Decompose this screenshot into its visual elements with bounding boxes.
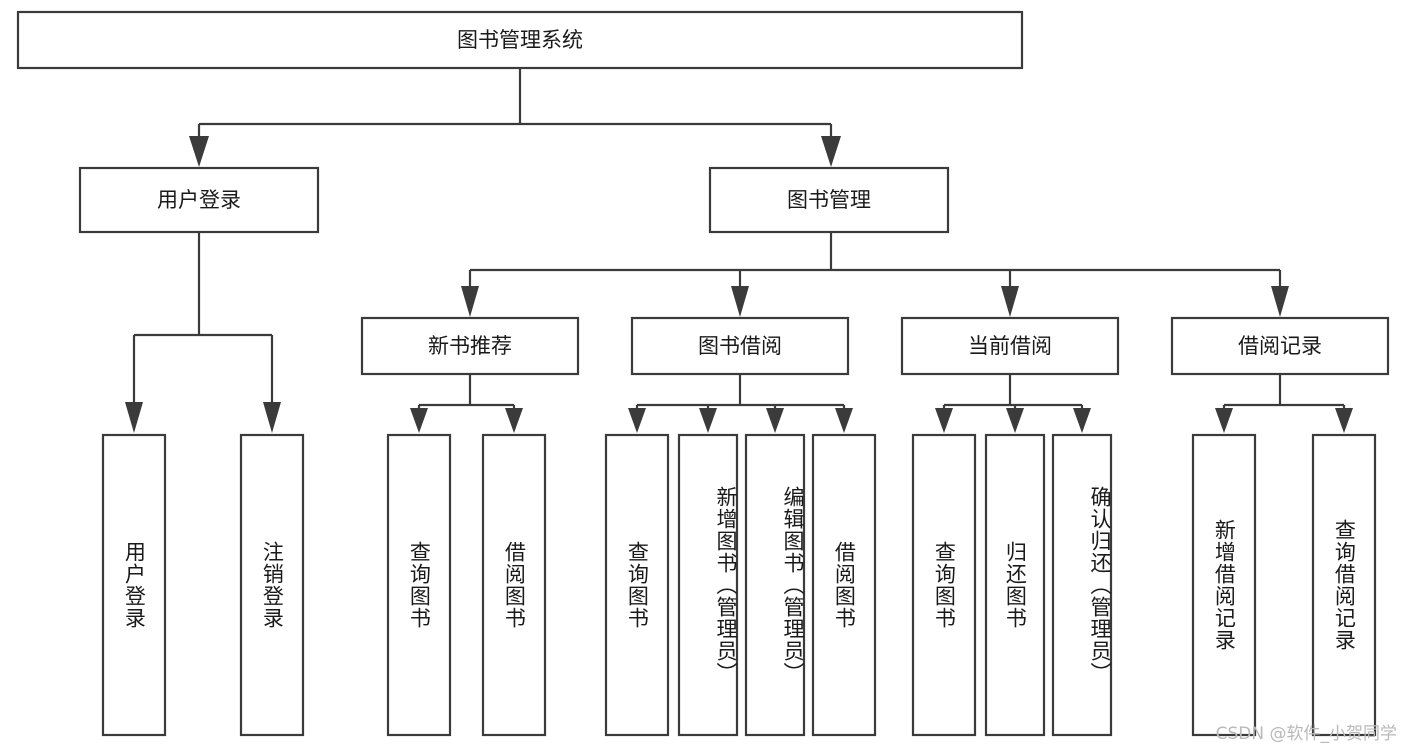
leaf-query-book-borrow-rect[interactable] [604,433,670,737]
leaf-query-book-rec-rect[interactable] [386,433,452,737]
leaf-query-book-current-rect[interactable] [911,433,977,737]
arrow-head-leaf-borrow-book-rec [505,408,523,433]
arrow-head-leaf-return-book [1006,408,1024,433]
csdn-watermark: CSDN @软件_小贺同学 [1215,724,1397,744]
arrow-head-leaf-add-borrow-record [1215,408,1233,433]
node-current-borrow-rect[interactable] [900,316,1120,376]
arrow-head-leaf-query-book-rec [410,408,428,433]
leaf-user-login-rect[interactable] [101,433,167,737]
leaf-confirm-return-admin-rect[interactable] [1051,433,1113,737]
node-borrow-record-rect[interactable] [1170,316,1390,376]
arrow-head-leaf-edit-book-admin [766,408,784,433]
node-borrow-record-label: 借阅记录 [1238,334,1322,358]
arrow-head-leaf-add-book-admin [699,408,717,433]
arrow-head-leaf-query-book-borrow [628,408,646,433]
node-current-borrow-label: 当前借阅 [968,334,1052,358]
node-book-manage[interactable]: 图书管理 [708,166,950,234]
connector-group-user-login [125,232,281,433]
leaf-add-borrow-record-rect[interactable] [1191,433,1257,737]
arrow-head-leaf-borrow-book [835,408,853,433]
leaf-node-rects [101,433,1377,737]
leaf-return-book-rect[interactable] [984,433,1046,737]
connector-group-current-borrow [935,374,1091,433]
arrow-head-leaf-user-login [125,402,143,433]
node-book-manage-label: 图书管理 [787,188,871,212]
leaf-borrow-book-rec-rect[interactable] [481,433,547,737]
leaf-borrow-book-rect[interactable] [811,433,877,737]
connector-group-book-borrow [628,374,853,433]
arrow-head-book-borrow [731,286,749,317]
leaf-query-borrow-record-rect[interactable] [1311,433,1377,737]
connector-group-borrow-record [1215,374,1353,433]
connector-group-new-book-recommend [410,374,523,433]
node-current-borrow[interactable]: 当前借阅 [900,316,1120,376]
node-book-manage-rect[interactable] [708,166,950,234]
node-root-label: 图书管理系统 [457,28,583,52]
node-user-login[interactable]: 用户登录 [78,166,320,234]
leaf-edit-book-admin-rect[interactable] [744,433,806,737]
arrow-head-leaf-query-borrow-record [1335,408,1353,433]
leaf-user-logout-rect[interactable] [239,433,305,737]
node-new-book-recommend-rect[interactable] [360,316,580,376]
connector-group-root [189,68,841,167]
node-user-login-label: 用户登录 [157,188,241,212]
arrow-head-user-login [189,136,209,167]
arrow-head-book-manage [821,136,841,167]
node-new-book-recommend-label: 新书推荐 [428,334,512,358]
arrow-head-current-borrow [1001,286,1019,317]
node-user-login-rect[interactable] [78,166,320,234]
node-new-book-recommend[interactable]: 新书推荐 [360,316,580,376]
arrow-head-leaf-query-book-current [935,408,953,433]
leaf-add-book-admin-rect[interactable] [677,433,739,737]
node-book-borrow-rect[interactable] [630,316,850,376]
arrow-head-leaf-confirm-return-admin [1073,408,1091,433]
node-borrow-record[interactable]: 借阅记录 [1170,316,1390,376]
arrow-head-borrow-record [1271,286,1289,317]
node-book-borrow[interactable]: 图书借阅 [630,316,850,376]
arrow-head-new-book-recommend [461,286,479,317]
node-root[interactable]: 图书管理系统 [16,10,1024,70]
connector-group-book-manage [461,232,1289,317]
arrow-head-leaf-user-logout [263,402,281,433]
node-root-rect[interactable] [16,10,1024,70]
node-book-borrow-label: 图书借阅 [698,334,782,358]
